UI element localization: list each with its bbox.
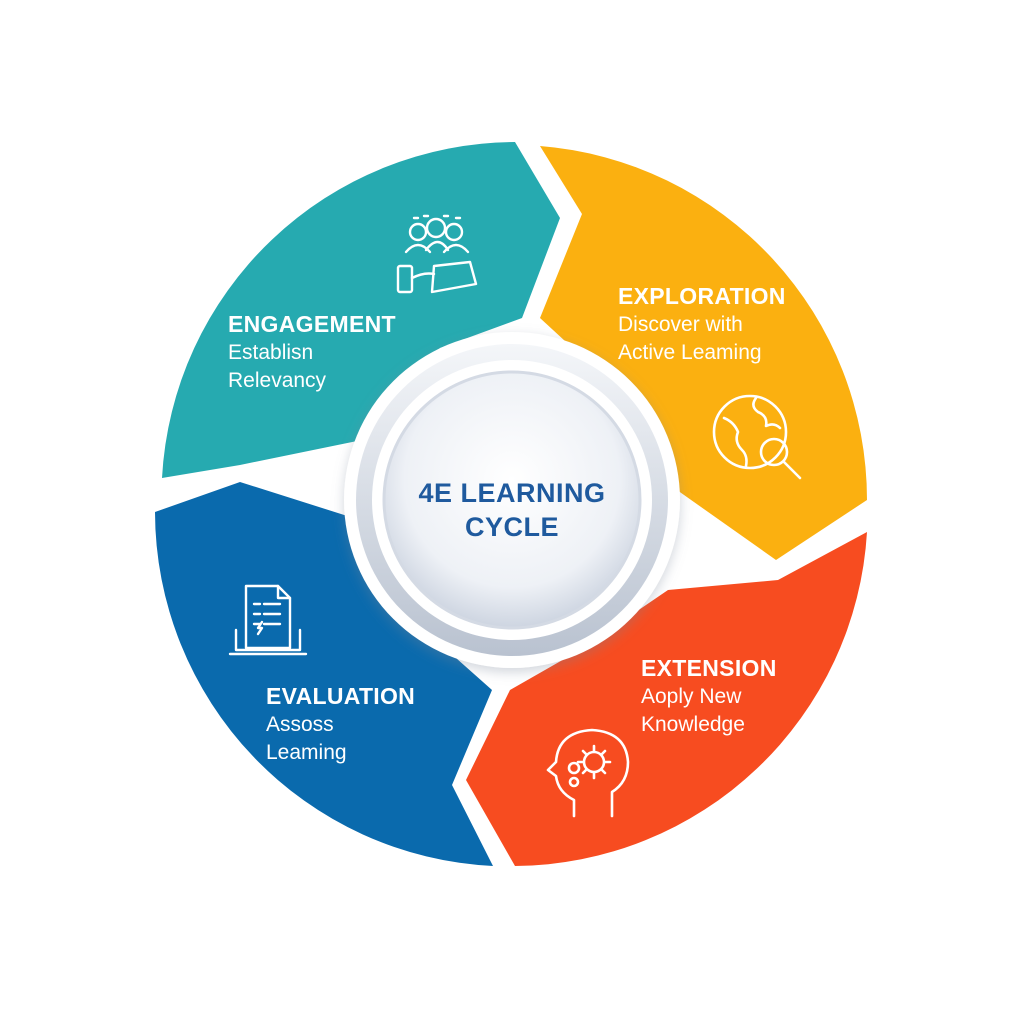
evaluation-segment (155, 482, 493, 866)
team-collaboration-icon (396, 214, 478, 294)
evaluation-line2: Leaming (266, 741, 347, 764)
exploration-line1: Discover with (618, 313, 743, 336)
document-laptop-icon (228, 584, 308, 656)
extension-line1: Aoply New (641, 685, 742, 708)
extension-line2: Knowledge (641, 713, 745, 736)
center-title-line2: CYCLE (464, 512, 559, 542)
exploration-title: EXPLORATION (618, 283, 786, 309)
center-title-line1: 4E LEARNING (418, 478, 606, 508)
globe-magnifier-icon (712, 394, 802, 480)
evaluation-line1: Assoss (266, 713, 334, 736)
head-gears-icon (546, 728, 630, 818)
hub-disc (382, 370, 642, 630)
engagement-line2: Relevancy (228, 369, 327, 392)
evaluation-title: EVALUATION (266, 683, 416, 709)
engagement-line1: Establisn (228, 341, 314, 364)
extension-title: EXTENSION (641, 655, 777, 681)
exploration-line2: Active Leaming (618, 341, 762, 364)
engagement-title: ENGAGEMENT (228, 311, 396, 337)
extension-segment (466, 532, 867, 866)
